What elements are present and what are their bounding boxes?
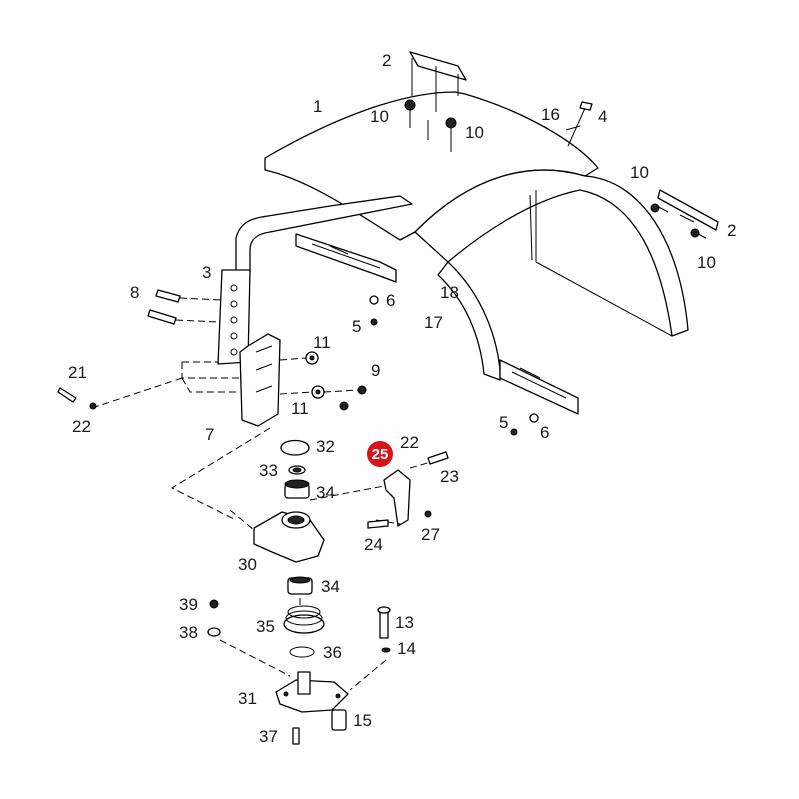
callout-5: 5 [499,413,508,432]
callout-10: 10 [370,107,389,126]
top-bracket-part [409,51,467,112]
callout-10: 10 [697,253,716,272]
callout-30: 30 [238,555,257,574]
callout-35: 35 [256,617,275,636]
ring-36 [289,646,315,658]
callout-16: 16 [541,105,560,124]
callout-13: 13 [395,613,414,632]
spring-35 [283,605,325,634]
highlight-callout-25[interactable]: 25 [367,441,393,467]
callout-labels: 1 2 2 3 4 5 5 6 6 7 8 9 10 10 10 10 11 1… [68,51,736,746]
callout-2: 2 [382,51,391,70]
callout-34: 34 [316,483,335,502]
callout-21: 21 [68,363,87,382]
callout-24: 24 [364,535,383,554]
base-plate-31 [275,671,349,713]
caster-dash-lines [219,598,387,691]
top-hardware [404,99,593,152]
callout-11: 11 [313,333,331,352]
callout-17: 17 [424,313,443,332]
callout-31: 31 [238,689,257,708]
dust-cap-32 [280,439,310,456]
right-bracket-part [650,189,719,239]
callout-25: 25 [372,446,389,463]
callout-22: 22 [72,417,91,436]
hardware-5-6 [369,295,539,436]
mount-bracket-part [295,233,397,283]
callout-37: 37 [259,727,278,746]
callout-14: 14 [397,639,416,658]
callout-7: 7 [205,425,214,444]
spacer-15 [331,709,347,731]
lower-bracket-part [499,359,579,415]
callout-27: 27 [421,525,440,544]
callout-4: 4 [598,107,607,126]
mounting-plate-7 [239,333,281,427]
callout-22: 22 [400,433,419,452]
bearing-34-bottom [287,576,313,595]
callout-34: 34 [321,577,340,596]
callout-32: 32 [316,437,335,456]
callout-5: 5 [352,317,361,336]
callout-36: 36 [323,643,342,662]
callout-6: 6 [386,291,395,310]
callout-8: 8 [130,283,139,302]
nuts-9 [323,385,367,411]
nut-39-washer-38 [207,599,221,637]
callout-1: 1 [313,97,322,116]
callout-33: 33 [259,461,278,480]
callout-39: 39 [179,595,198,614]
callout-18: 18 [440,283,459,302]
lever-25 [309,451,449,529]
callout-3: 3 [202,263,211,282]
bolt-13-washer-14 [377,606,391,653]
callout-6: 6 [540,423,549,442]
bolt-37 [292,727,300,745]
callout-10: 10 [465,123,484,142]
bolt-21 [57,387,97,410]
support-arm-part [217,195,413,365]
callout-10: 10 [630,163,649,182]
bearing-34-top [284,479,310,499]
callout-23: 23 [440,467,459,486]
frame-outline [91,361,271,521]
callout-11: 11 [291,399,309,418]
callout-9: 9 [371,361,380,380]
seal-33 [288,465,306,475]
callout-38: 38 [179,623,198,642]
fork-housing-30 [229,509,325,563]
washers-11 [279,351,325,399]
callout-15: 15 [353,711,372,730]
callout-2: 2 [727,221,736,240]
bolts-8 [147,289,223,325]
